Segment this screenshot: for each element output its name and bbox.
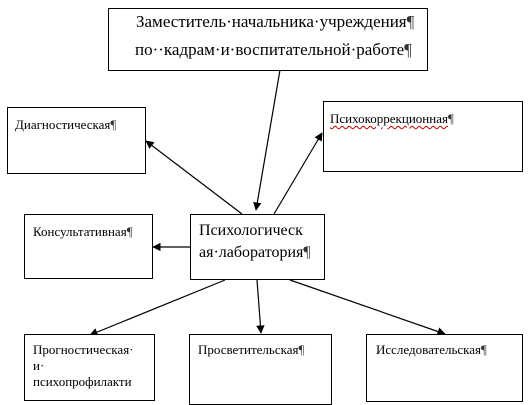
psychological-lab-line2: ая·лаборатория¶ (199, 244, 311, 261)
educational-box (189, 334, 332, 405)
research-box (366, 334, 523, 402)
arrow-center-to-diagnostic (145, 140, 243, 215)
arrow-center-to-psychocorrection (273, 132, 323, 215)
deputy-head-title-line2: по··кадрам·и·воспитательной·работе¶ (135, 40, 412, 59)
arrow-center-to-research (289, 279, 446, 336)
psychocorrection-box (323, 101, 523, 172)
arrow-center-to-prognostic (89, 279, 226, 337)
consultative-box (24, 214, 153, 279)
psychological-lab-line1: Психологическ (199, 222, 303, 239)
diagnostic-box (7, 107, 146, 174)
prognostic-label-line3: психопрофилакти (33, 374, 132, 389)
psychological-lab-box (190, 214, 325, 280)
arrow-top-to-center (253, 69, 281, 211)
arrow-center-to-educational (256, 279, 265, 334)
prognostic-box (24, 334, 155, 401)
deputy-head-box (108, 8, 428, 71)
psychocorrection-label: Психокоррекционная¶ (330, 111, 454, 126)
diagnostic-label: Диагностическая¶ (15, 117, 117, 132)
educational-label: Просветительская¶ (198, 342, 305, 357)
prognostic-label-line1: Прогностическая· (33, 342, 134, 357)
consultative-label: Консультативная¶ (33, 224, 133, 239)
prognostic-label-line2: и· (33, 358, 45, 373)
research-label: Исследовательская¶ (376, 342, 487, 357)
deputy-head-title-line1: Заместитель·начальника·учреждения¶ (136, 12, 415, 31)
